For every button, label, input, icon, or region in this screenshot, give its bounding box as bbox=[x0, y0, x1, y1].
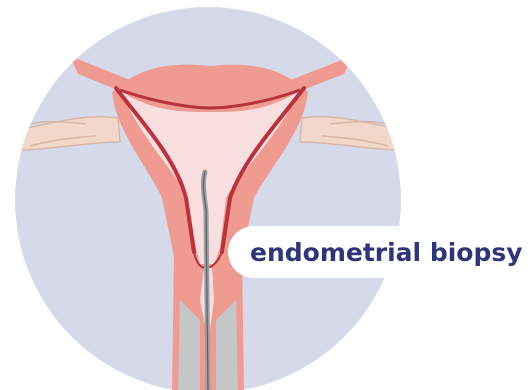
label-pill: endometrial biopsy bbox=[228, 226, 530, 278]
procedure-label: endometrial biopsy bbox=[250, 238, 523, 267]
